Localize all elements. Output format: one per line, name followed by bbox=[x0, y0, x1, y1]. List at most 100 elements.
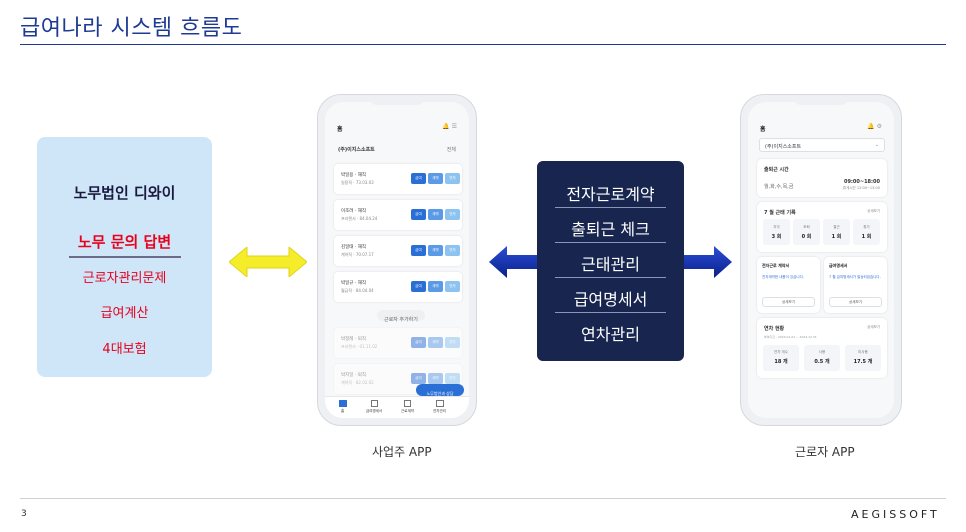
contract-button[interactable]: 계약 bbox=[428, 373, 443, 384]
payslip-text: 7 월 급여명세서가 발송되었습니다. bbox=[829, 275, 881, 279]
phone-home-title: 홈 bbox=[337, 126, 343, 133]
pay-button[interactable]: 급여 bbox=[411, 281, 426, 292]
nav-contract[interactable]: 근로계약 bbox=[401, 409, 414, 413]
leave-button[interactable]: 연차 bbox=[445, 245, 460, 256]
company-select[interactable]: (주)이지스소프트 ⌄ bbox=[759, 138, 885, 152]
attendance-title: 7 월 근태 기록 bbox=[764, 210, 796, 216]
employee-card[interactable]: 박일규 · 재직 월급직 · 84.04.04 급여 계약 연차 bbox=[334, 272, 462, 302]
leave-button[interactable]: 연차 bbox=[445, 173, 460, 184]
answer-underline bbox=[69, 256, 181, 258]
service-divider bbox=[555, 207, 666, 208]
leave-icon[interactable] bbox=[436, 400, 444, 407]
add-employee-label: 근로자 추가하기 bbox=[384, 317, 418, 323]
consult-label: 노무법인과 상담 bbox=[426, 391, 454, 396]
leave-stat: 사용 0.5 개 bbox=[804, 345, 840, 371]
phone-home-title: 홈 bbox=[760, 126, 766, 133]
phone-notch bbox=[793, 95, 849, 105]
employer-phone: 홈 🔔 ☰ (주)이지스소프트 전체 박일용 · 재직 일용직 · 73.03.… bbox=[317, 94, 477, 426]
stat-label: 조퇴 bbox=[803, 225, 810, 229]
attendance-stat: 휴가 1 회 bbox=[853, 219, 880, 245]
pay-button[interactable]: 급여 bbox=[411, 337, 426, 348]
employee-info: 일용직 · 73.03.03 bbox=[341, 180, 374, 185]
pay-button[interactable]: 급여 bbox=[411, 373, 426, 384]
payslip-detail-button[interactable]: 상세보기 bbox=[829, 297, 882, 307]
stat-value: 18 개 bbox=[774, 359, 788, 365]
leave-stat: 연차 개수 18 개 bbox=[763, 345, 799, 371]
contract-text: 전자계약한 내용이 있습니다. bbox=[762, 275, 804, 279]
employee-name: 박일용 · 재직 bbox=[341, 173, 366, 178]
law-firm-name: 노무법인 디와이 bbox=[73, 184, 176, 202]
pay-button[interactable]: 급여 bbox=[411, 209, 426, 220]
consult-button[interactable]: 노무법인과 상담 bbox=[416, 384, 464, 396]
commute-title: 출퇴근 시간 bbox=[764, 167, 789, 173]
break-time: 휴게시간 12:00~13:00 bbox=[842, 186, 880, 190]
add-employee-button[interactable]: 근로자 추가하기 bbox=[377, 310, 425, 323]
stat-label: 결근 bbox=[833, 225, 840, 229]
leave-button[interactable]: 연차 bbox=[445, 209, 460, 220]
attendance-more-link[interactable]: 상세보기 bbox=[867, 209, 880, 213]
contract-button[interactable]: 계약 bbox=[428, 173, 443, 184]
worker-phone: 홈 🔔 ⚙ (주)이지스소프트 ⌄ 출퇴근 시간 월,화,수,목,금 09:00… bbox=[740, 94, 902, 426]
contract-detail-button[interactable]: 상세보기 bbox=[762, 297, 815, 307]
service-item: 연차관리 bbox=[581, 325, 640, 344]
attendance-stat: 조퇴 0 회 bbox=[793, 219, 820, 245]
filter-select[interactable]: 전체 bbox=[446, 147, 456, 153]
attendance-stat: 지각 3 회 bbox=[763, 219, 790, 245]
contract-card: 전자근로 계약서 전자계약한 내용이 있습니다. 상세보기 bbox=[757, 257, 820, 313]
employee-name: 박지일 · 퇴직 bbox=[341, 373, 366, 378]
chevron-down-icon: ⌄ bbox=[874, 142, 879, 148]
leave-button[interactable]: 연차 bbox=[445, 373, 460, 384]
company-name: (주)이지스소프트 bbox=[338, 147, 375, 153]
contract-button[interactable]: 계약 bbox=[428, 337, 443, 348]
home-icon[interactable] bbox=[339, 400, 347, 407]
pay-button[interactable]: 급여 bbox=[411, 245, 426, 256]
commute-days: 월,화,수,목,금 bbox=[764, 184, 794, 190]
contract-button[interactable]: 계약 bbox=[428, 209, 443, 220]
services-box: 전자근로계약 출퇴근 체크 근태관리 급여명세서 연차관리 bbox=[537, 161, 684, 361]
double-arrow-icon bbox=[229, 247, 307, 277]
stat-value: 1 회 bbox=[831, 234, 842, 240]
employee-card[interactable]: 박지일 · 퇴직 계약직 · 82.02.02 급여 계약 연차 bbox=[334, 364, 462, 394]
employee-name: 박정례 · 퇴직 bbox=[341, 337, 366, 342]
service-divider bbox=[555, 242, 666, 243]
leave-stat: 미사용 17.5 개 bbox=[845, 345, 881, 371]
stat-value: 1 회 bbox=[861, 234, 872, 240]
commute-time: 09:00~18:00 bbox=[843, 179, 880, 185]
employee-card[interactable]: 이조려 · 재직 프리랜서 · 84.04.24 급여 계약 연차 bbox=[334, 200, 462, 230]
nav-home[interactable]: 홈 bbox=[341, 409, 345, 413]
stat-label: 연차 개수 bbox=[774, 350, 788, 354]
service-divider bbox=[555, 312, 666, 313]
employee-card[interactable]: 박정례 · 퇴직 프리랜서 · 01.11.02 급여 계약 연차 bbox=[334, 328, 462, 358]
bell-settings-icon[interactable]: 🔔 ⚙ bbox=[867, 123, 882, 130]
left-arrow-icon bbox=[489, 246, 537, 278]
phone-notch bbox=[369, 95, 425, 105]
law-item: 근로자관리문제 bbox=[82, 271, 167, 286]
leave-title: 연차 현황 bbox=[764, 326, 785, 332]
leave-period: 부여기간 : 2023.01.01 ~ 2023.12.31 bbox=[764, 335, 817, 339]
title-divider bbox=[20, 44, 946, 45]
leave-button[interactable]: 연차 bbox=[445, 337, 460, 348]
company-name: (주)이지스소프트 bbox=[765, 144, 802, 150]
right-arrow-icon bbox=[684, 246, 732, 278]
bell-menu-icon[interactable]: 🔔 ☰ bbox=[442, 123, 457, 130]
stat-label: 지각 bbox=[773, 225, 780, 229]
payslip-icon[interactable] bbox=[371, 400, 378, 407]
employee-card[interactable]: 김일태 · 재직 계약직 · 70.07.17 급여 계약 연차 bbox=[334, 236, 462, 266]
employee-name: 이조려 · 재직 bbox=[341, 209, 366, 214]
nav-payslip[interactable]: 급여명세서 bbox=[366, 409, 383, 413]
service-divider bbox=[555, 277, 666, 278]
nav-leave[interactable]: 연차관리 bbox=[433, 409, 446, 413]
employee-card[interactable]: 박일용 · 재직 일용직 · 73.03.03 급여 계약 연차 bbox=[334, 164, 462, 194]
contract-button[interactable]: 계약 bbox=[428, 245, 443, 256]
worker-screen: 홈 🔔 ⚙ (주)이지스소프트 ⌄ 출퇴근 시간 월,화,수,목,금 09:00… bbox=[748, 102, 894, 418]
law-item: 4대보험 bbox=[102, 342, 147, 357]
leave-more-link[interactable]: 상세보기 bbox=[867, 325, 880, 329]
contract-icon[interactable] bbox=[404, 400, 411, 407]
stat-value: 0 회 bbox=[801, 234, 812, 240]
service-item: 급여명세서 bbox=[573, 290, 648, 309]
pay-button[interactable]: 급여 bbox=[411, 173, 426, 184]
leave-button[interactable]: 연차 bbox=[445, 281, 460, 292]
service-item: 전자근로계약 bbox=[566, 185, 655, 204]
contract-button[interactable]: 계약 bbox=[428, 281, 443, 292]
service-item: 출퇴근 체크 bbox=[571, 220, 650, 239]
